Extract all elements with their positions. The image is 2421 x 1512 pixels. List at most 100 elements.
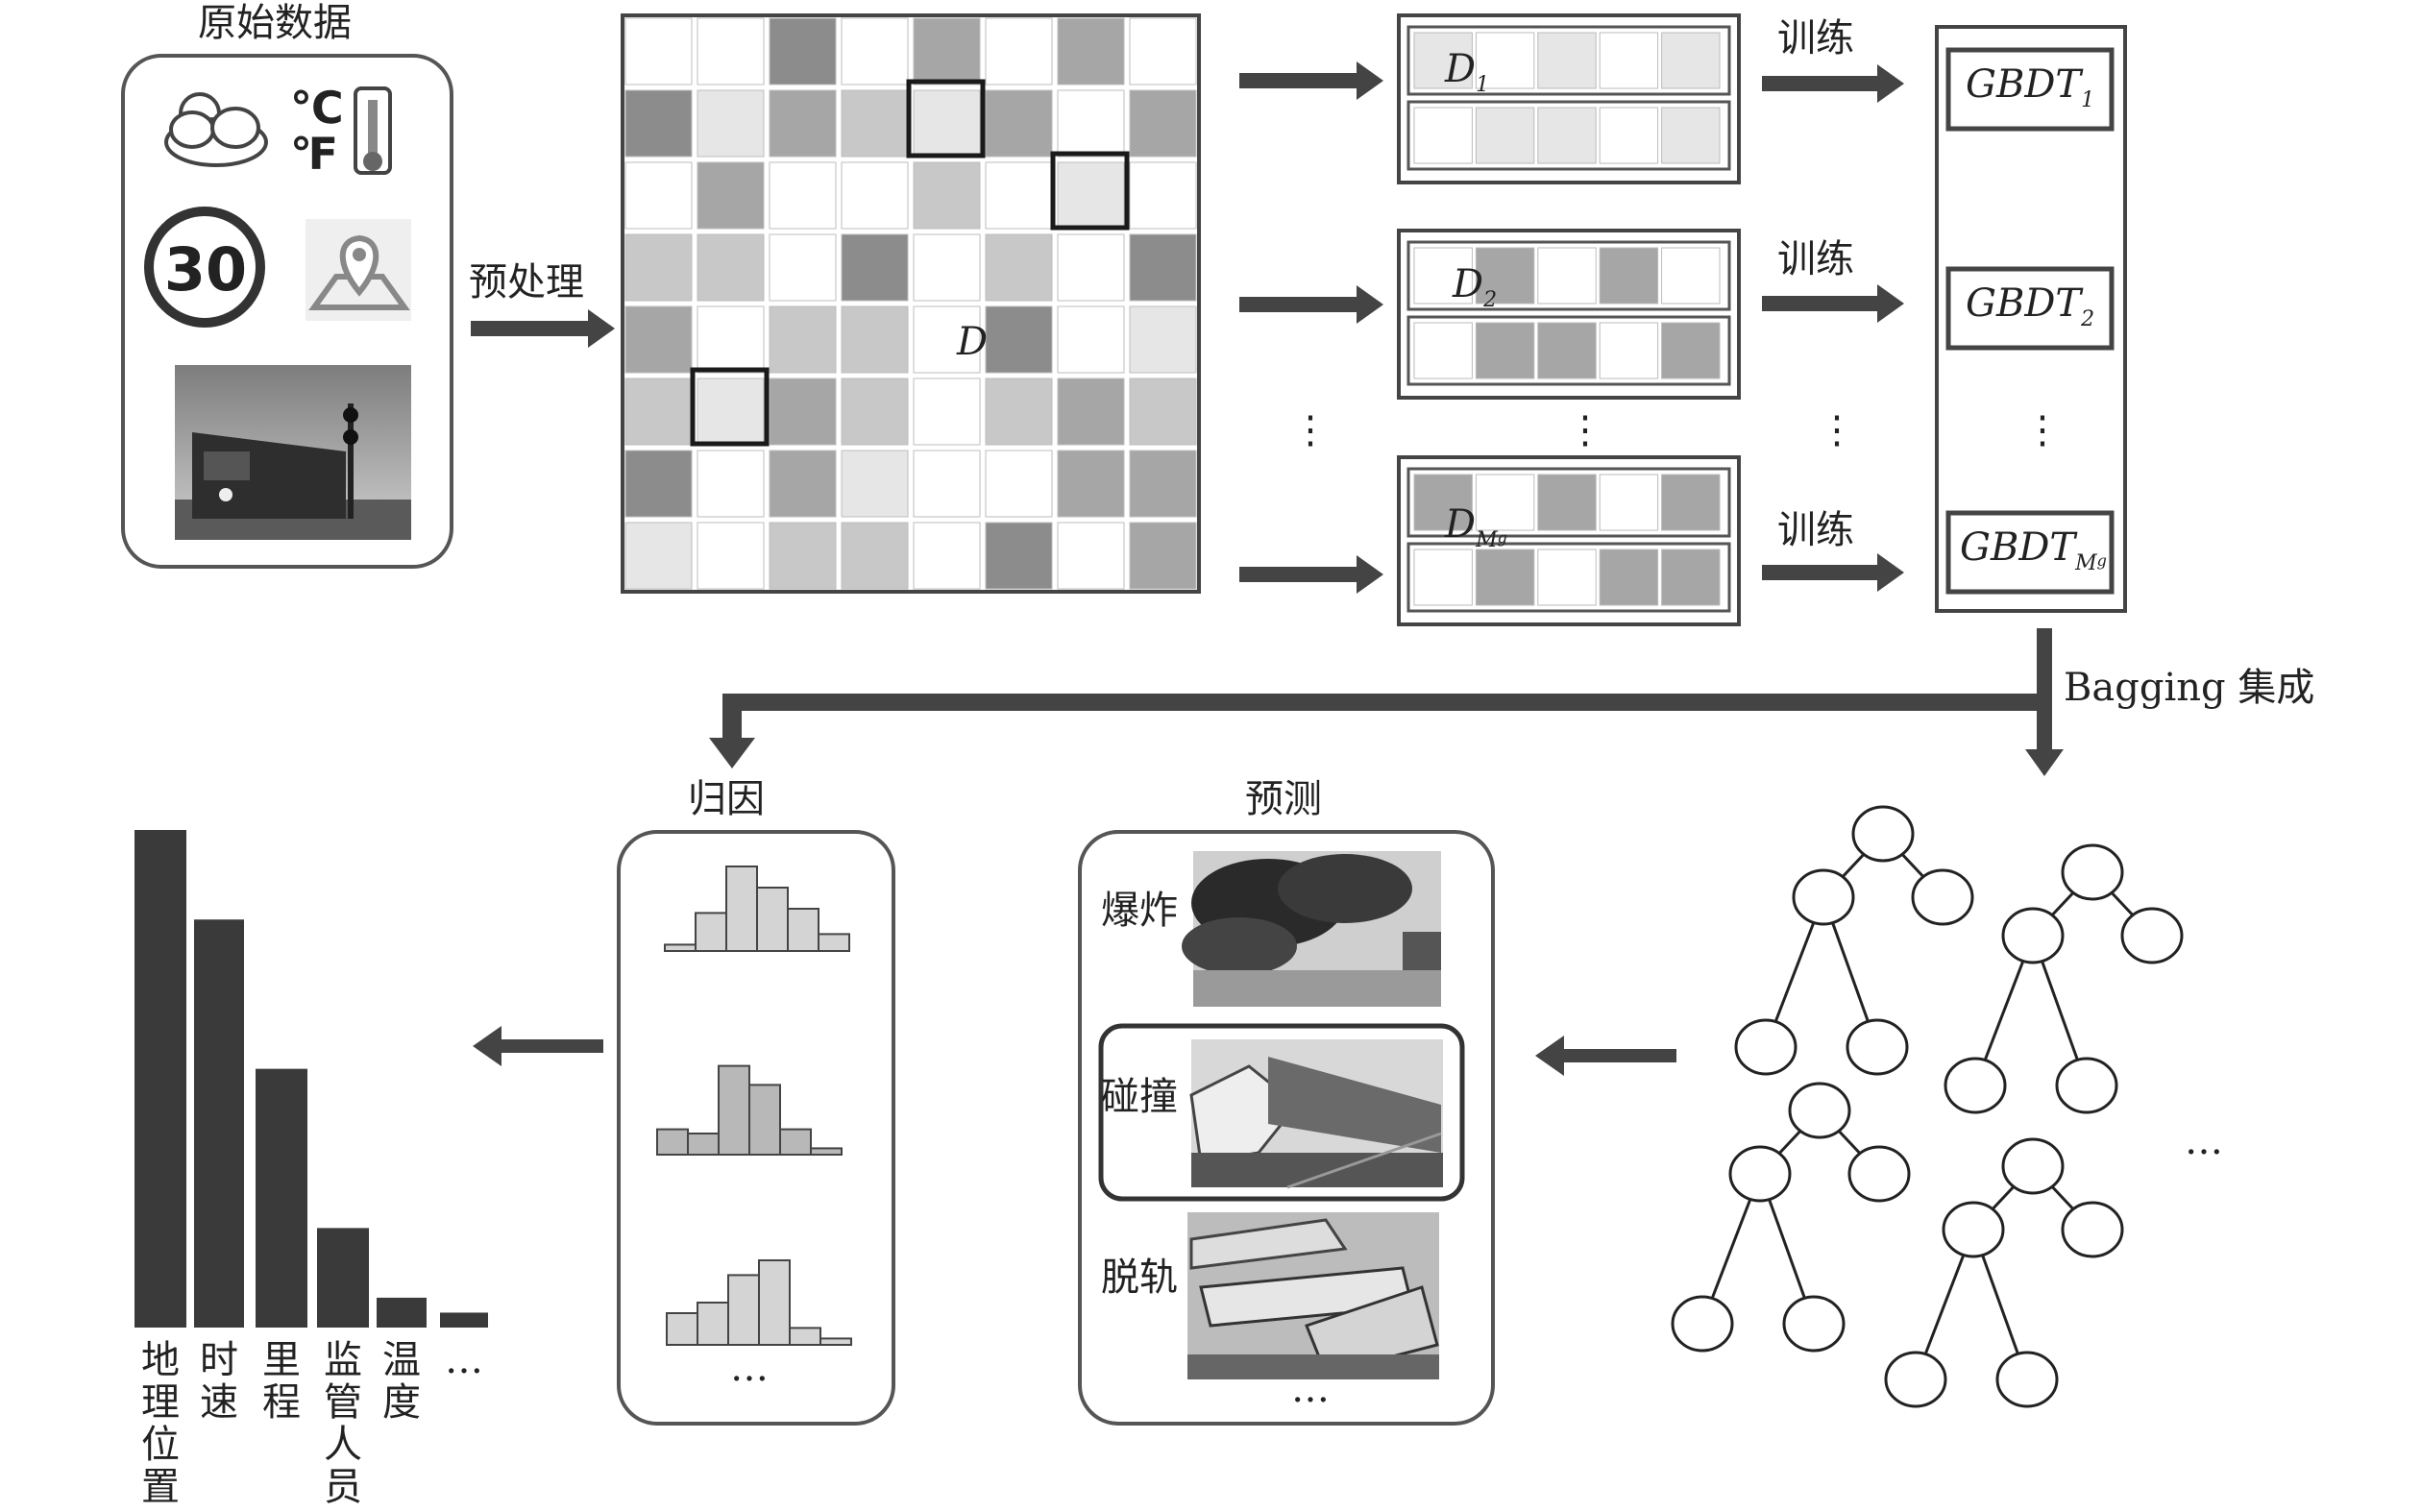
matrix-cell — [769, 378, 837, 446]
vdots-1: ⋮ — [1291, 408, 1330, 452]
train-arrow-1 — [1762, 64, 1904, 103]
sampled-cell-highlight — [690, 367, 770, 447]
celsius-unit: ℃ — [290, 82, 344, 134]
matrix-cell — [769, 450, 837, 518]
prediction-item-derailment: 脱轨 — [1101, 1256, 1178, 1300]
split-arrow-mg — [1239, 555, 1383, 594]
vdots-3: ⋮ — [1818, 408, 1856, 452]
subset-cell — [1413, 107, 1473, 164]
subset-cell — [1537, 549, 1597, 606]
matrix-cell — [913, 378, 981, 446]
matrix-cell — [769, 305, 837, 374]
model-letters: GBDT — [1966, 62, 2082, 107]
subset-cell — [1537, 32, 1597, 89]
matrix-cell — [697, 17, 765, 85]
preprocess-label: 预处理 — [469, 260, 584, 305]
matrix-cell — [769, 161, 837, 230]
trees-to-prediction-arrow — [1535, 1036, 1676, 1076]
bar-category-label: 地理位置 — [141, 1338, 180, 1509]
matrix-cell — [1057, 378, 1125, 446]
subset-label-mg: DMg — [1445, 505, 1507, 551]
matrix-cell — [624, 378, 693, 446]
feature-importance-chart — [134, 830, 488, 1328]
model-box-2 — [1945, 266, 2115, 351]
subset-cell — [1475, 107, 1535, 164]
train-label-1: 训练 — [1777, 16, 1854, 61]
matrix-cell — [841, 522, 909, 590]
histogram-bar — [787, 908, 819, 952]
derailment-photo — [1187, 1212, 1439, 1379]
matrix-cell — [697, 89, 765, 158]
model-box-mg — [1945, 510, 2115, 595]
matrix-cell — [1129, 522, 1197, 590]
importance-bar — [317, 1228, 369, 1328]
tree-node — [1911, 868, 1974, 926]
tree-node — [1671, 1295, 1734, 1353]
bar-category-label: 里程 — [262, 1338, 301, 1425]
subset-cell — [1661, 549, 1721, 606]
matrix-cell — [1057, 17, 1125, 85]
tree-node — [1782, 1295, 1846, 1353]
tree-node — [2061, 1201, 2124, 1258]
subset-cell — [1599, 32, 1659, 89]
model-subscript: M — [2075, 551, 2097, 575]
matrix-cell — [913, 89, 981, 158]
matrix-cell — [913, 450, 981, 518]
subset-cell — [1475, 32, 1535, 89]
matrix-cell — [841, 17, 909, 85]
histogram-bar — [725, 866, 758, 952]
prediction-item-explosion: 爆炸 — [1101, 889, 1178, 933]
model-box-1 — [1945, 47, 2115, 132]
subset-cell — [1475, 247, 1535, 305]
subset-cell — [1413, 474, 1473, 531]
subset-cell — [1661, 474, 1721, 531]
explosion-photo — [1182, 851, 1441, 1007]
matrix-cell — [624, 161, 693, 230]
importance-bar — [134, 830, 186, 1328]
sampled-cell-highlight — [1050, 151, 1130, 231]
matrix-label: D — [957, 320, 989, 364]
tree-node — [2061, 843, 2124, 901]
subset-cell — [1413, 322, 1473, 379]
histogram-bar — [687, 1133, 720, 1156]
histogram-bar — [666, 1312, 698, 1346]
matrix-cell — [985, 89, 1053, 158]
bar-category-label: … — [445, 1338, 483, 1382]
tree-node — [2055, 1057, 2118, 1114]
collision-photo — [1189, 1039, 1443, 1189]
matrix-cell — [1129, 89, 1197, 158]
matrix-cell — [624, 522, 693, 590]
histogram-bar — [818, 933, 850, 953]
decision-trees — [1671, 805, 2184, 1408]
matrix-cell — [769, 233, 837, 302]
tree-node — [2120, 907, 2184, 964]
matrix-cell — [841, 378, 909, 446]
matrix-cell — [624, 233, 693, 302]
matrix-cell — [1057, 450, 1125, 518]
matrix-cell — [1129, 233, 1197, 302]
subset-subsubscript: g — [1497, 528, 1507, 547]
celsius-fahrenheit-icon: ℃℉ — [290, 85, 344, 177]
subset-label-2: D2 — [1453, 265, 1497, 311]
preprocess-arrow — [471, 309, 615, 348]
bar-category-label: 监管人员 — [324, 1338, 362, 1509]
matrix-cell — [913, 522, 981, 590]
matrix-cell — [624, 89, 693, 158]
tree-node — [1995, 1351, 2059, 1408]
train-label-mg: 训练 — [1777, 508, 1854, 552]
subset-cell — [1661, 107, 1721, 164]
attribution-to-bars-arrow — [473, 1026, 603, 1066]
matrix-cell — [697, 161, 765, 230]
speed-limit-sign-icon — [144, 207, 265, 328]
histogram-bar — [789, 1327, 821, 1347]
subset-subscript: 2 — [1483, 288, 1498, 312]
matrix-cell — [1129, 17, 1197, 85]
subset-cell — [1413, 549, 1473, 606]
tree-node — [1944, 1057, 2007, 1114]
tree-node — [1847, 1145, 1911, 1203]
subset-cell — [1599, 474, 1659, 531]
vdots-4: ⋮ — [2023, 408, 2062, 452]
subset-cell — [1475, 474, 1535, 531]
matrix-cell — [841, 233, 909, 302]
